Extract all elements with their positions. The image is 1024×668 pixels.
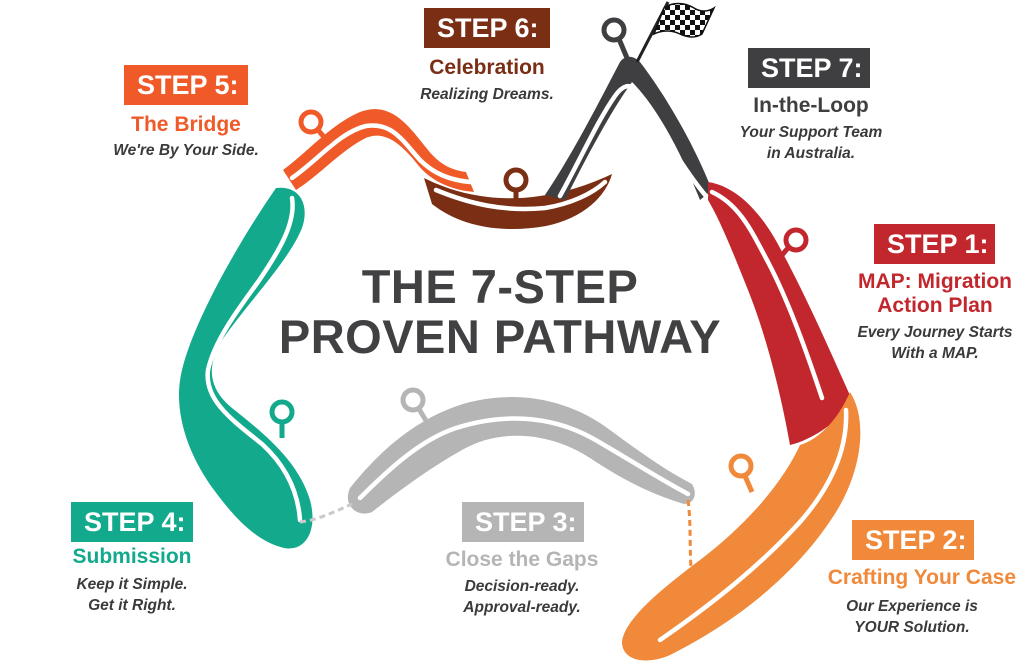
step3-sub-line-2: Approval-ready. <box>463 599 581 616</box>
step5-sub-line-1: We're By Your Side. <box>113 142 259 159</box>
step7-title: In-the-Loop <box>753 94 869 117</box>
step5-title: The Bridge <box>131 113 241 136</box>
road-step4 <box>205 195 303 523</box>
connector-3-2 <box>686 499 696 597</box>
step5-subtitle: We're By Your Side. <box>96 140 276 161</box>
step6-title: Celebration <box>429 56 545 79</box>
step7-sub-line-2: in Australia. <box>766 145 856 162</box>
step3-sub-line-1: Decision-ready. <box>464 578 580 595</box>
step3-title: Close the Gaps <box>445 548 599 571</box>
step1-sub-line-2: With a MAP. <box>891 345 979 362</box>
step4-title: Submission <box>72 545 192 568</box>
step7-badge: STEP 7: <box>748 48 870 88</box>
road-step6 <box>433 179 608 212</box>
step4-sub-line-2: Get it Right. <box>88 597 176 614</box>
road-step1 <box>709 189 825 401</box>
step4-subtitle: Keep it Simple. Get it Right. <box>52 574 212 616</box>
step2-sub-line-1: Our Experience is <box>846 598 978 615</box>
step4-sub-line-1: Keep it Simple. <box>76 576 188 593</box>
step1-sub-line-1: Every Journey Starts <box>857 324 1013 341</box>
step6-sub-line-1: Realizing Dreams. <box>420 86 554 103</box>
title-line-1: THE 7-STEP <box>361 260 639 313</box>
step4-badge: STEP 4: <box>71 502 193 542</box>
step3-boomerang <box>347 397 695 514</box>
step6-badge: STEP 6: <box>424 8 550 48</box>
step2-badge: STEP 2: <box>852 520 974 560</box>
location-pin-icon <box>269 17 809 494</box>
step3-badge: STEP 3: <box>462 502 584 542</box>
step5-badge: STEP 5: <box>124 65 248 105</box>
step1-title: MAP: Migration Action Plan <box>846 270 1024 318</box>
page-title: THE 7-STEP PROVEN PATHWAY <box>250 262 750 362</box>
step2-subtitle: Our Experience is YOUR Solution. <box>822 596 1002 638</box>
road-step2 <box>657 407 849 643</box>
checkered-flag-icon <box>635 1 716 63</box>
step1-subtitle: Every Journey Starts With a MAP. <box>846 322 1024 364</box>
road-step7 <box>557 83 709 199</box>
step7-sub-line-1: Your Support Team <box>739 124 883 141</box>
title-line-2: PROVEN PATHWAY <box>278 310 722 363</box>
step1-title-line-1: MAP: Migration <box>858 270 1012 293</box>
road-step5 <box>289 123 473 185</box>
connector-4-3 <box>299 502 353 524</box>
step5-boomerang <box>283 109 474 192</box>
road-step3 <box>357 416 691 501</box>
step7-subtitle: Your Support Team in Australia. <box>716 122 906 164</box>
step1-title-line-2: Action Plan <box>877 294 993 317</box>
step4-boomerang <box>178 187 313 549</box>
step6-subtitle: Realizing Dreams. <box>397 84 577 105</box>
step1-badge: STEP 1: <box>874 224 995 264</box>
step2-sub-line-2: YOUR Solution. <box>854 619 970 636</box>
step2-boomerang <box>622 392 861 661</box>
step3-subtitle: Decision-ready. Approval-ready. <box>432 576 612 618</box>
step2-title: Crafting Your Case <box>827 566 1016 589</box>
